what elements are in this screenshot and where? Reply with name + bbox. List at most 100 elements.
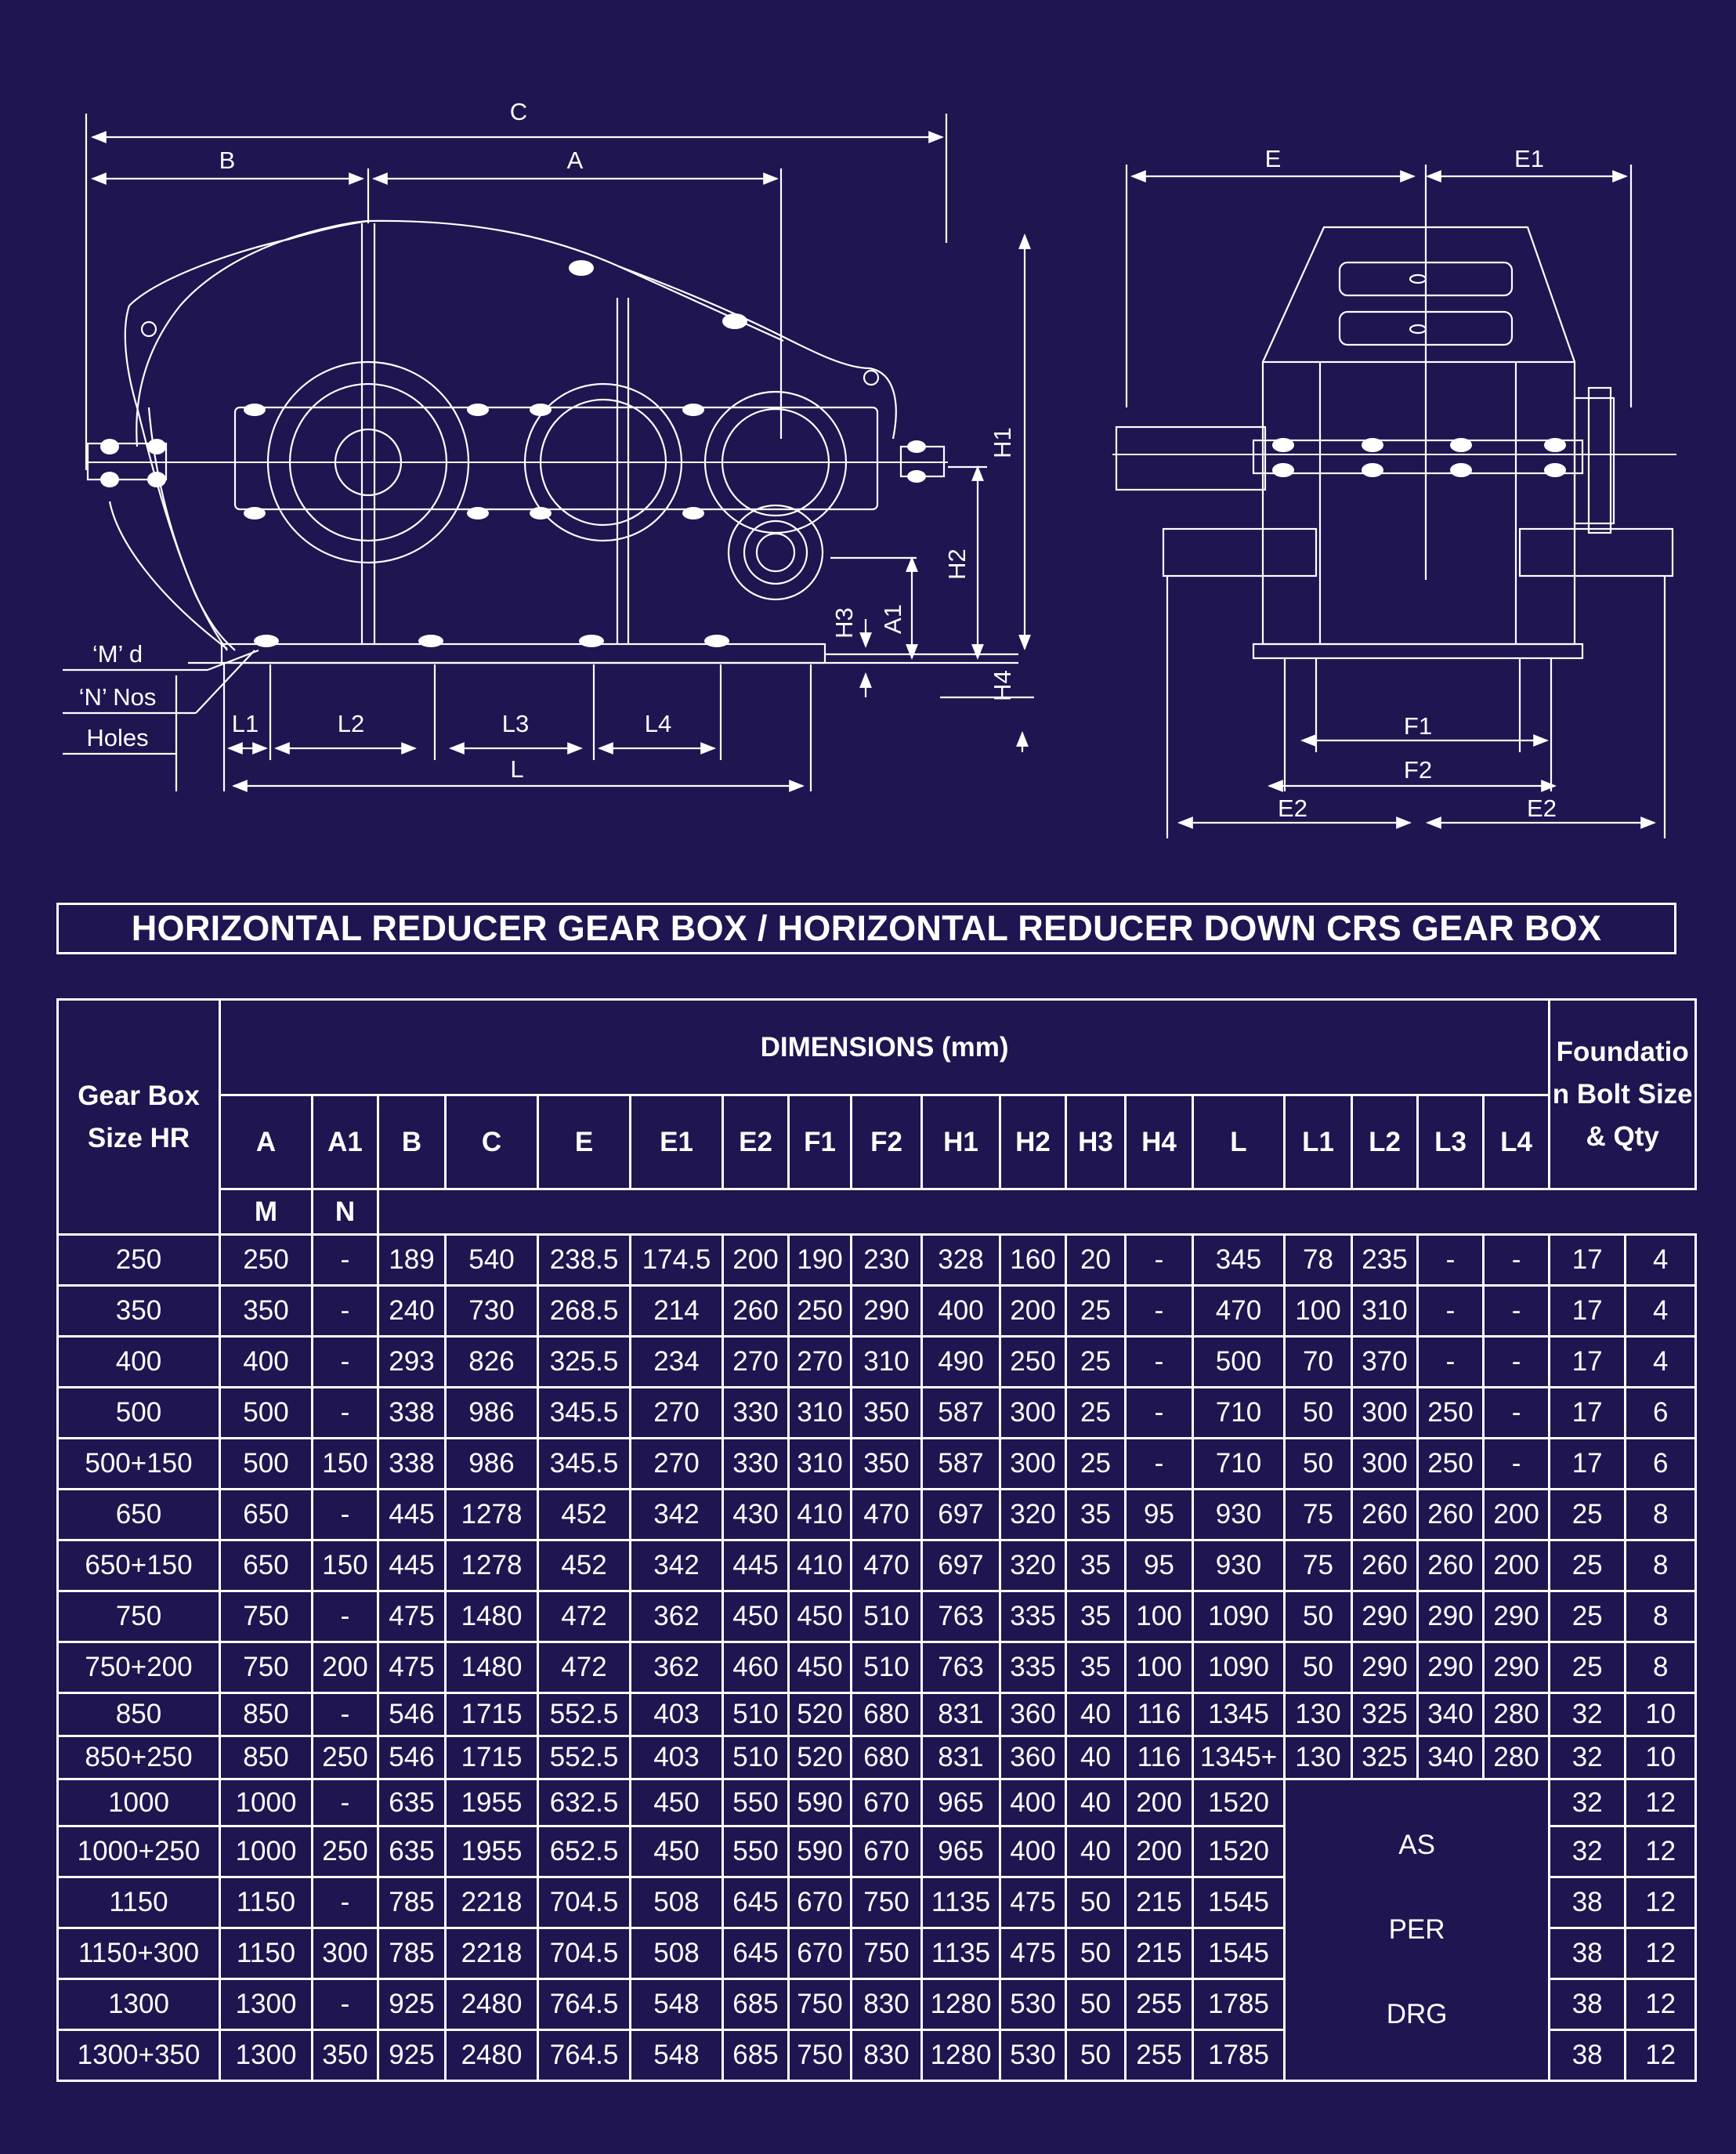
table-cell: 174.5	[629, 1233, 724, 1287]
table-cell: 750+200	[56, 1641, 221, 1694]
table-cell: 470	[850, 1488, 923, 1541]
table-cell: 1715	[444, 1692, 539, 1737]
table-cell: -	[311, 1876, 379, 1929]
table-cell: 215	[1124, 1927, 1194, 1980]
table-cell: 1545	[1192, 1927, 1286, 1980]
table-cell: 470	[850, 1539, 923, 1592]
table-cell: -	[311, 1386, 379, 1439]
table-cell: 1280	[920, 1978, 1001, 2031]
table-cell: 25	[1548, 1641, 1627, 1694]
table-cell: 260	[1351, 1539, 1419, 1592]
table-cell: 25	[1065, 1437, 1127, 1490]
table-cell: 475	[999, 1927, 1067, 1980]
table-cell: 290	[850, 1284, 923, 1338]
table-cell: 32	[1548, 1778, 1627, 1827]
table-cell: 290	[1351, 1590, 1419, 1643]
table-cell: 12	[1624, 1825, 1698, 1878]
table-cell: 670	[787, 1876, 852, 1929]
table-cell: 25	[1548, 1539, 1627, 1592]
table-cell: 530	[999, 2029, 1067, 2082]
front-view	[63, 114, 1034, 792]
table-cell: 831	[920, 1692, 1001, 1737]
table-cell: -	[311, 1284, 379, 1338]
table-cell: 250	[311, 1735, 379, 1780]
table-cell: 234	[629, 1335, 724, 1388]
table-cell: 95	[1124, 1488, 1194, 1541]
table-cell: 270	[722, 1335, 790, 1388]
table-cell: 1000	[219, 1778, 313, 1827]
table-cell: 460	[722, 1641, 790, 1694]
table-cell: 255	[1124, 2029, 1194, 2082]
table-cell: 1480	[444, 1641, 539, 1694]
table-cell: 260	[1416, 1539, 1485, 1592]
foundation-bolt-header: Foundation Bolt Size & Qty	[1548, 998, 1698, 1190]
table-cell: 685	[722, 2029, 790, 2082]
table-cell: 403	[629, 1735, 724, 1780]
table-cell: 345	[1192, 1233, 1286, 1287]
table-cell: 200	[1124, 1778, 1194, 1827]
table-cell: 540	[444, 1233, 539, 1287]
table-cell: 100	[1124, 1590, 1194, 1643]
table-cell: -	[1124, 1437, 1194, 1490]
table-cell: -	[1481, 1233, 1551, 1287]
table-cell: 6	[1624, 1437, 1698, 1490]
table-cell: 40	[1065, 1735, 1127, 1780]
col-header: L	[1192, 1094, 1286, 1190]
col-header: L3	[1416, 1094, 1485, 1190]
table-cell: 710	[1192, 1437, 1286, 1490]
table-cell: 550	[722, 1778, 790, 1827]
table-cell: 320	[999, 1539, 1067, 1592]
table-cell: 250	[56, 1233, 221, 1287]
table-cell: 445	[377, 1488, 447, 1541]
table-cell: 925	[377, 2029, 447, 2082]
table-cell: 100	[1124, 1641, 1194, 1694]
col-header: C	[444, 1094, 539, 1190]
table-cell: 764.5	[537, 2029, 631, 2082]
table-cell: -	[1124, 1386, 1194, 1439]
table-cell: 38	[1548, 1927, 1627, 1980]
front-dim-label-12: L	[510, 755, 523, 783]
table-cell: 510	[722, 1692, 790, 1737]
table-cell: 750	[850, 1876, 923, 1929]
table-cell: 260	[1416, 1488, 1485, 1541]
table-cell: 1150+300	[56, 1927, 221, 1980]
page-title: HORIZONTAL REDUCER GEAR BOX / HORIZONTAL…	[56, 903, 1676, 954]
as-per-drawing-note: AS PER DRG	[1282, 1778, 1551, 2082]
table-cell: 400	[219, 1335, 313, 1388]
table-cell: 50	[1065, 1876, 1127, 1929]
table-cell: 50	[1065, 1927, 1127, 1980]
table-cell: 200	[1124, 1825, 1194, 1878]
table-cell: 250	[1416, 1437, 1485, 1490]
table-cell: 350	[56, 1284, 221, 1338]
table-cell: 670	[850, 1778, 923, 1827]
table-cell: 190	[787, 1233, 852, 1287]
table-cell: 260	[722, 1284, 790, 1338]
table-cell: 25	[1065, 1386, 1127, 1439]
table-cell: 35	[1065, 1590, 1127, 1643]
table-cell: 450	[787, 1590, 852, 1643]
table-cell: 2218	[444, 1876, 539, 1929]
front-dim-label-3: H1	[989, 427, 1016, 458]
table-cell: 12	[1624, 1876, 1698, 1929]
table-cell: 310	[850, 1335, 923, 1388]
table-cell: 342	[629, 1539, 724, 1592]
table-cell: 750	[219, 1590, 313, 1643]
front-dim-label-10: L3	[502, 710, 529, 737]
table-cell: 330	[722, 1386, 790, 1439]
table-cell: 250	[787, 1284, 852, 1338]
table-cell: 785	[377, 1876, 447, 1929]
table-cell: -	[1124, 1284, 1194, 1338]
table-cell: 12	[1624, 1978, 1698, 2031]
table-cell: 300	[311, 1927, 379, 1980]
table-cell: 300	[999, 1437, 1067, 1490]
table-cell: 590	[787, 1825, 852, 1878]
table-cell: 1480	[444, 1590, 539, 1643]
table-cell: 500	[219, 1437, 313, 1490]
table-cell: 1955	[444, 1825, 539, 1878]
table-cell: 1785	[1192, 1978, 1286, 2031]
table-cell: 2480	[444, 2029, 539, 2082]
